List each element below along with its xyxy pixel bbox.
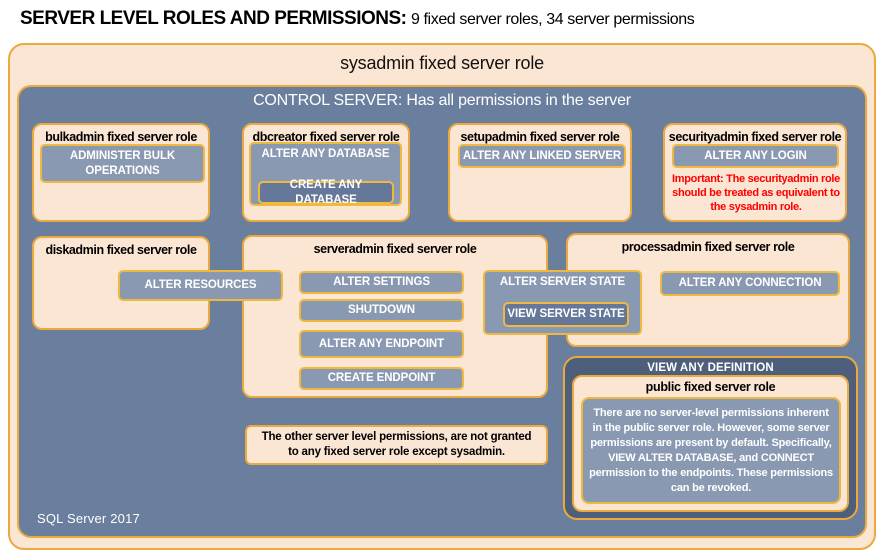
diskadmin-role-box: diskadmin fixed server role ALTER RESOUR… bbox=[32, 236, 283, 330]
other-permissions-note: The other server level permissions, are … bbox=[245, 425, 548, 465]
setupadmin-role-title: setupadmin fixed server role bbox=[460, 130, 620, 144]
securityadmin-important-note: Important: The securityadmin role should… bbox=[672, 173, 840, 213]
sql-server-version-label: SQL Server 2017 bbox=[37, 511, 140, 526]
permission-alter-any-database-label: ALTER ANY DATABASE bbox=[261, 148, 390, 160]
processadmin-role-title: processadmin fixed server role bbox=[621, 240, 795, 254]
page-title: SERVER LEVEL ROLES AND PERMISSIONS: 9 fi… bbox=[20, 8, 695, 30]
securityadmin-role-box: securityadmin fixed server role ALTER AN… bbox=[663, 123, 847, 222]
permission-alter-resources: ALTER RESOURCES bbox=[118, 270, 283, 301]
bulkadmin-role-box: bulkadmin fixed server role ADMINISTER B… bbox=[32, 123, 210, 222]
permission-administer-bulk-operations: ADMINISTER BULK OPERATIONS bbox=[40, 144, 205, 183]
page-title-main: SERVER LEVEL ROLES AND PERMISSIONS: bbox=[20, 8, 407, 29]
permission-alter-any-connection: ALTER ANY CONNECTION bbox=[660, 271, 840, 296]
dbcreator-role-title: dbcreator fixed server role bbox=[252, 130, 400, 144]
permission-view-server-state: VIEW SERVER STATE bbox=[503, 302, 629, 327]
serveradmin-role-title: serveradmin fixed server role bbox=[313, 242, 477, 256]
permission-alter-server-state: ALTER SERVER STATE VIEW SERVER STATE bbox=[483, 270, 642, 335]
public-role-title: public fixed server role bbox=[645, 380, 776, 394]
permission-alter-any-linked-server: ALTER ANY LINKED SERVER bbox=[458, 144, 626, 168]
securityadmin-role-title: securityadmin fixed server role bbox=[668, 130, 842, 144]
permission-alter-server-state-label: ALTER SERVER STATE bbox=[499, 276, 626, 288]
permission-alter-any-login: ALTER ANY LOGIN bbox=[672, 144, 839, 168]
dbcreator-role-box: dbcreator fixed server role ALTER ANY DA… bbox=[242, 123, 410, 222]
setupadmin-role-box: setupadmin fixed server role ALTER ANY L… bbox=[448, 123, 632, 222]
permission-alter-settings: ALTER SETTINGS bbox=[299, 271, 464, 294]
page-title-subtitle: 9 fixed server roles, 34 server permissi… bbox=[410, 11, 695, 28]
permission-alter-any-endpoint: ALTER ANY ENDPOINT bbox=[299, 330, 464, 358]
permission-alter-any-database: ALTER ANY DATABASE CREATE ANY DATABASE bbox=[249, 142, 402, 206]
diskadmin-role-title: diskadmin fixed server role bbox=[45, 243, 197, 257]
permission-create-endpoint: CREATE ENDPOINT bbox=[299, 367, 464, 390]
sysadmin-role-title: sysadmin fixed server role bbox=[340, 53, 544, 73]
bulkadmin-role-title: bulkadmin fixed server role bbox=[45, 130, 197, 144]
control-server-title: CONTROL SERVER: Has all permissions in t… bbox=[253, 92, 631, 109]
permission-shutdown: SHUTDOWN bbox=[299, 299, 464, 322]
permission-create-any-database: CREATE ANY DATABASE bbox=[258, 179, 394, 206]
view-any-definition-box: VIEW ANY DEFINITION public fixed server … bbox=[563, 356, 858, 520]
public-role-description: There are no server-level permissions in… bbox=[581, 397, 841, 504]
permission-view-any-definition-label: VIEW ANY DEFINITION bbox=[647, 362, 774, 374]
public-role-box: public fixed server role There are no se… bbox=[572, 375, 849, 512]
